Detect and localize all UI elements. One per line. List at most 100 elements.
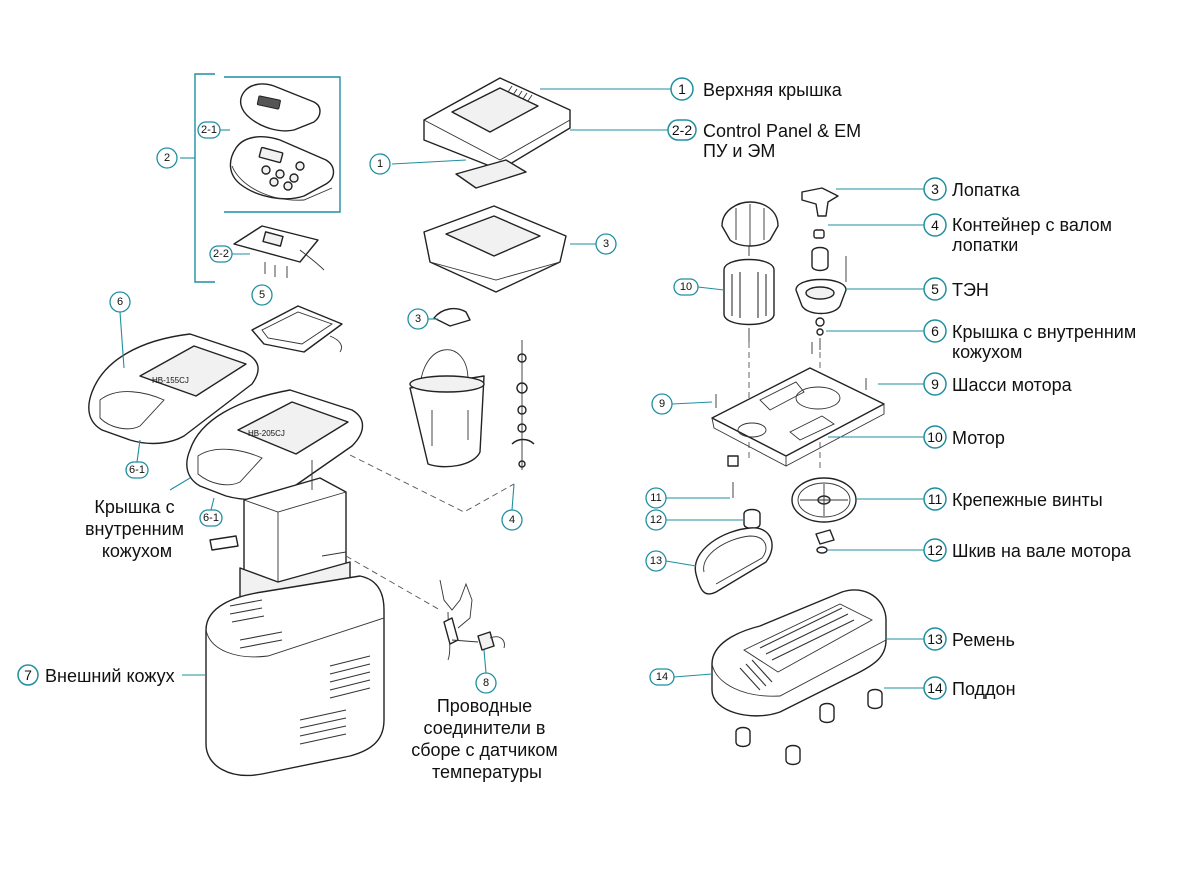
tag-13-left-text: 13 [650, 555, 662, 567]
casing-group [182, 460, 385, 776]
base-tray [711, 589, 887, 717]
tag-1-center: 1 [369, 153, 391, 175]
callout-13-num: 13 [927, 631, 943, 647]
baking-pan [409, 375, 485, 468]
callout-2-2: 2-2 Control Panel & EM ПУ и ЭМ [667, 119, 861, 161]
tag-9: 9 [651, 393, 673, 415]
outer-casing-num: 7 [24, 667, 32, 683]
tag-12-left: 12 [645, 509, 667, 531]
tag-10-text: 10 [680, 281, 692, 293]
right-callouts: 1 Верхняя крышка 2-2 Control Panel & EM … [540, 77, 1136, 700]
model-label-large: HB-205CJ [248, 429, 285, 438]
wiring-group: 8 [345, 555, 505, 694]
callout-11-num: 11 [928, 491, 943, 507]
tag-2-text: 2 [164, 152, 170, 164]
control-panel [229, 136, 335, 200]
callout-10: 10 Мотор [923, 425, 1005, 449]
lid-caption: Крышка с внутренним кожухом [85, 497, 189, 561]
control-panel-group: 2 2-1 2-2 [156, 73, 341, 283]
baking-pan-group: 3 4 [349, 307, 535, 531]
callout-12-num: 12 [927, 542, 943, 558]
top-lid-group: 1 3 [369, 77, 617, 293]
tag-1-center-text: 1 [377, 158, 383, 170]
callout-11-label: Крепежные винты [952, 490, 1103, 510]
callout-14: 14 Поддон [923, 676, 1016, 700]
lid-assemblies: 5 HB-155CJ 6 6-1 HB-205CJ 6-1 [88, 284, 364, 527]
outer-casing [205, 575, 385, 776]
callout-6-num: 6 [931, 323, 939, 339]
motor-chassis [711, 367, 885, 457]
callout-6-label-2: кожухом [952, 342, 1022, 362]
callout-13-label: Ремень [952, 630, 1015, 650]
callout-5: 5 ТЭН [923, 277, 989, 301]
callout-11: 11 Крепежные винты [923, 487, 1103, 511]
callout-14-num: 14 [927, 680, 943, 696]
lid-window [455, 159, 527, 189]
callout-3-label: Лопатка [952, 180, 1021, 200]
callout-12: 12 Шкив на вале мотора [923, 538, 1132, 562]
callout-10-num: 10 [927, 429, 943, 445]
tag-5-left-text: 5 [259, 289, 265, 301]
tag-14-left-text: 14 [656, 671, 668, 683]
tag-6-1-a: 6-1 [125, 461, 149, 479]
tag-2-1: 2-1 [197, 121, 221, 139]
tag-3-center-text: 3 [603, 238, 609, 250]
callout-1-label: Верхняя крышка [703, 80, 843, 100]
tag-11-left: 11 [645, 487, 667, 509]
tag-2: 2 [156, 147, 178, 169]
callout-5-label: ТЭН [952, 280, 989, 300]
tag-6-1-a-text: 6-1 [129, 464, 145, 476]
callout-9-num: 9 [931, 376, 939, 392]
tag-2-2-left: 2-2 [209, 245, 233, 263]
callout-6: 6 Крышка с внутренним кожухом [923, 319, 1136, 362]
heating-gasket [251, 305, 343, 353]
callout-4-label: Контейнер с валом [952, 215, 1112, 235]
callout-6-label: Крышка с внутренним [952, 322, 1136, 342]
callout-2-2-num: 2-2 [672, 122, 692, 138]
kneader-blade-right [801, 187, 839, 217]
tag-2-1-text: 2-1 [201, 124, 217, 136]
tag-3-left-text: 3 [415, 313, 421, 325]
callout-3: 3 Лопатка [923, 177, 1021, 201]
tag-12-left-text: 12 [650, 514, 662, 526]
callout-9-label: Шасси мотора [952, 375, 1073, 395]
tag-10: 10 [673, 278, 699, 296]
callout-2-2-label: Control Panel & EM [703, 121, 861, 141]
tag-9-text: 9 [659, 398, 665, 410]
kneading-blade-center [433, 307, 471, 327]
callout-14-label: Поддон [952, 679, 1016, 699]
wiring-caption: Проводные соединители в сборе с датчиком… [411, 696, 563, 782]
tag-6: 6 [109, 291, 131, 313]
tag-6-1-b: 6-1 [199, 509, 223, 527]
callout-2-2-label-2: ПУ и ЭМ [703, 141, 775, 161]
motor-body [723, 258, 775, 326]
tag-6-1-b-text: 6-1 [203, 512, 219, 524]
tag-8-text: 8 [483, 677, 489, 689]
model-label-small: HB-155CJ [152, 376, 189, 385]
motor-assembly: 10 9 11 [645, 187, 887, 766]
callout-1-num: 1 [678, 81, 686, 97]
tag-3-left: 3 [407, 308, 429, 330]
tag-4-text: 4 [509, 514, 515, 526]
tag-4: 4 [501, 509, 523, 531]
callout-9: 9 Шасси мотора [923, 372, 1073, 396]
pulley [791, 477, 857, 523]
tag-3-center: 3 [595, 233, 617, 255]
tag-14-left: 14 [649, 668, 675, 686]
callout-4-num: 4 [931, 217, 939, 233]
tag-5-left: 5 [251, 284, 273, 306]
callout-12-label: Шкив на вале мотора [952, 541, 1132, 561]
outer-casing-label: Внешний кожух [45, 666, 175, 686]
callout-5-num: 5 [931, 281, 939, 297]
tag-11-left-text: 11 [650, 492, 661, 504]
callout-4-label-2: лопатки [952, 235, 1018, 255]
callout-10-label: Мотор [952, 428, 1005, 448]
callout-4: 4 Контейнер с валом лопатки [923, 213, 1112, 255]
display-overlay [239, 83, 321, 132]
callout-3-num: 3 [931, 181, 939, 197]
tag-2-2-left-text: 2-2 [213, 248, 229, 260]
tag-8: 8 [475, 672, 497, 694]
drive-belt [694, 527, 773, 595]
tag-13-left: 13 [645, 550, 667, 572]
